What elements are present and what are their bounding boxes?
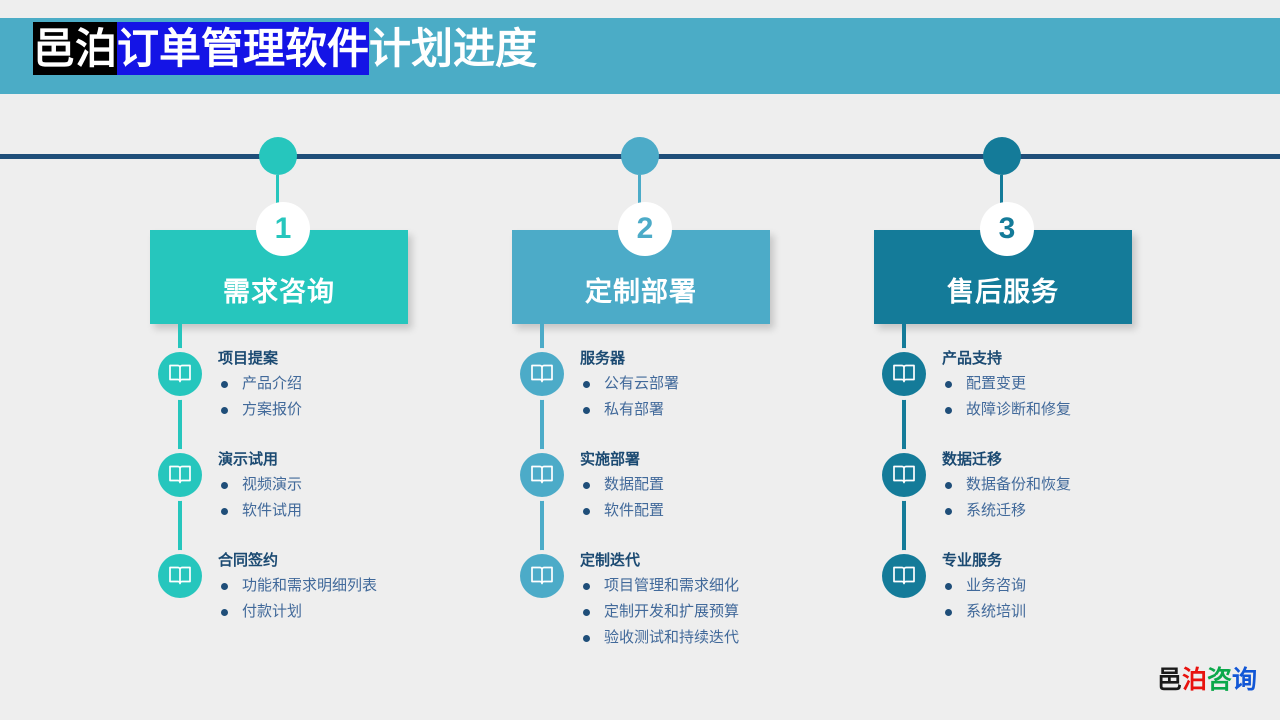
list-item: 视频演示 (218, 472, 510, 498)
detail-title: 专业服务 (942, 552, 1003, 569)
logo-char-3: 咨 (1207, 666, 1233, 694)
detail-bullet-list: 业务咨询 系统培训 (942, 573, 1234, 625)
detail-bullet-list: 数据备份和恢复 系统迁移 (942, 472, 1234, 524)
list-item: 公有云部署 (580, 371, 872, 397)
detail-title: 项目提案 (218, 350, 279, 367)
list-item: 私有部署 (580, 397, 872, 423)
stage-label-3: 售后服务 (947, 277, 1059, 307)
timeline-stem-1 (276, 175, 279, 207)
list-item: 方案报价 (218, 397, 510, 423)
detail-body: 合同签约 功能和需求明细列表 付款计划 (218, 550, 510, 625)
book-icon (882, 453, 926, 497)
list-item: 定制开发和扩展预算 (580, 599, 872, 625)
list-item: 配置变更 (942, 371, 1234, 397)
detail-body: 项目提案 产品介绍 方案报价 (218, 348, 510, 423)
detail-title: 产品支持 (942, 350, 1003, 367)
company-logo[interactable]: 邑泊咨询 (1157, 660, 1257, 696)
detail-title: 数据迁移 (942, 451, 1003, 468)
book-icon (158, 352, 202, 396)
detail-body: 定制迭代 项目管理和需求细化 定制开发和扩展预算 验收测试和持续迭代 (580, 550, 872, 651)
book-icon (520, 554, 564, 598)
detail-body: 产品支持 配置变更 故障诊断和修复 (942, 348, 1234, 423)
book-icon (520, 352, 564, 396)
detail-body: 服务器 公有云部署 私有部署 (580, 348, 872, 423)
page-title: 邑泊订单管理软件计划进度 (33, 22, 537, 75)
timeline-node-2 (621, 137, 659, 175)
book-icon (158, 453, 202, 497)
stage-column-2: 定制部署 2 服务器 公有云部署 私有部署 实施部署 数据配置 软件配置 (510, 0, 872, 720)
page-title-segment-product: 订单管理软件 (117, 22, 370, 75)
stage-column-1: 需求咨询 1 项目提案 产品介绍 方案报价 演示试用 视频演示 软件试用 (148, 0, 510, 720)
list-item: 产品介绍 (218, 371, 510, 397)
stage-number-1: 1 (256, 202, 310, 256)
timeline-node-1 (259, 137, 297, 175)
detail-bullet-list: 数据配置 软件配置 (580, 472, 872, 524)
detail-bullet-list: 项目管理和需求细化 定制开发和扩展预算 验收测试和持续迭代 (580, 573, 872, 651)
detail-body: 数据迁移 数据备份和恢复 系统迁移 (942, 449, 1234, 524)
logo-char-1: 邑 (1157, 666, 1183, 694)
detail-title: 合同签约 (218, 552, 279, 569)
list-item: 数据备份和恢复 (942, 472, 1234, 498)
detail-title: 演示试用 (218, 451, 279, 468)
list-item: 项目管理和需求细化 (580, 573, 872, 599)
stage-label-1: 需求咨询 (223, 277, 335, 307)
list-item: 系统迁移 (942, 498, 1234, 524)
detail-title: 服务器 (580, 350, 626, 367)
logo-char-4: 询 (1232, 666, 1258, 694)
stage-label-2: 定制部署 (585, 277, 697, 307)
book-icon (158, 554, 202, 598)
detail-title: 定制迭代 (580, 552, 641, 569)
detail-bullet-list: 功能和需求明细列表 付款计划 (218, 573, 510, 625)
page-title-segment-brand: 邑泊 (33, 22, 118, 75)
timeline-stem-3 (1000, 175, 1003, 207)
detail-body: 专业服务 业务咨询 系统培训 (942, 550, 1234, 625)
detail-body: 演示试用 视频演示 软件试用 (218, 449, 510, 524)
detail-bullet-list: 视频演示 软件试用 (218, 472, 510, 524)
list-item: 软件配置 (580, 498, 872, 524)
detail-bullet-list: 产品介绍 方案报价 (218, 371, 510, 423)
list-item: 软件试用 (218, 498, 510, 524)
list-item: 故障诊断和修复 (942, 397, 1234, 423)
detail-body: 实施部署 数据配置 软件配置 (580, 449, 872, 524)
detail-bullet-list: 配置变更 故障诊断和修复 (942, 371, 1234, 423)
list-item: 付款计划 (218, 599, 510, 625)
timeline-stem-2 (638, 175, 641, 207)
page-title-segment-topic: 计划进度 (369, 25, 538, 72)
list-item: 功能和需求明细列表 (218, 573, 510, 599)
list-item: 系统培训 (942, 599, 1234, 625)
stage-number-2: 2 (618, 202, 672, 256)
list-item: 验收测试和持续迭代 (580, 625, 872, 651)
stage-number-3: 3 (980, 202, 1034, 256)
stage-box-2[interactable]: 定制部署 (512, 230, 770, 324)
book-icon (520, 453, 564, 497)
book-icon (882, 352, 926, 396)
stage-column-3: 售后服务 3 产品支持 配置变更 故障诊断和修复 数据迁移 数据备份和恢复 系统… (872, 0, 1234, 720)
list-item: 数据配置 (580, 472, 872, 498)
detail-bullet-list: 公有云部署 私有部署 (580, 371, 872, 423)
logo-char-2: 泊 (1182, 666, 1208, 694)
detail-title: 实施部署 (580, 451, 641, 468)
book-icon (882, 554, 926, 598)
list-item: 业务咨询 (942, 573, 1234, 599)
timeline-node-3 (983, 137, 1021, 175)
